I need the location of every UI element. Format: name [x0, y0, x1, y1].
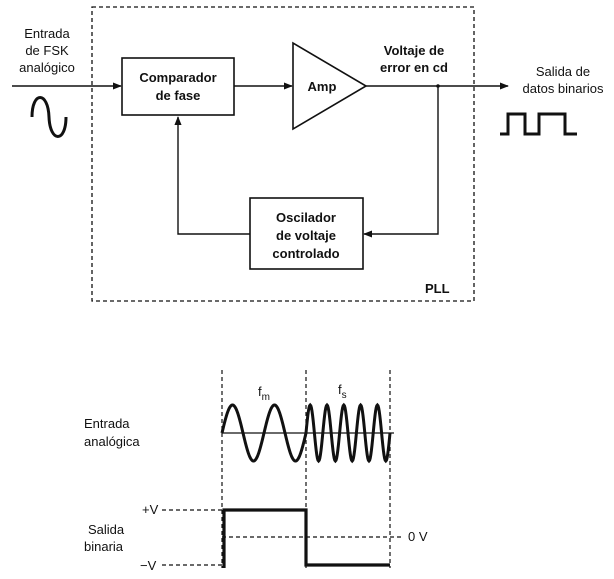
minus-v-label: −V: [140, 558, 157, 573]
svg-text:error en cd: error en cd: [380, 60, 448, 75]
pll-block-diagram: PLL Entrada de FSK analógico Comparador …: [12, 6, 604, 302]
binary-square-wave-symbol: [500, 112, 577, 136]
fm-label: fm: [258, 384, 270, 403]
svg-text:Amp: Amp: [308, 79, 337, 94]
plus-v-label: +V: [142, 502, 159, 517]
svg-text:Comparador: Comparador: [139, 70, 216, 85]
svg-text:de fase: de fase: [156, 88, 201, 103]
waveform-diagram: fm fs Entrada analógica Salida binaria +…: [84, 370, 428, 573]
fsk-input-label: Entrada de FSK analógico: [19, 26, 75, 75]
binary-output-waveform: [222, 508, 390, 568]
svg-text:controlado: controlado: [272, 246, 339, 261]
svg-text:Entrada: Entrada: [84, 416, 130, 431]
phase-comparator-block: Comparador de fase: [121, 57, 235, 116]
svg-text:analógico: analógico: [19, 60, 75, 75]
svg-text:Salida: Salida: [88, 522, 125, 537]
svg-text:analógica: analógica: [84, 434, 140, 449]
fsk-analog-waveform: [220, 402, 392, 464]
vco-block: Oscilador de voltaje controlado: [249, 197, 364, 270]
vco-to-comparator-line: [174, 116, 250, 235]
binary-output-label: Salida de datos binarios: [523, 64, 604, 96]
analog-input-label: Entrada analógica: [84, 416, 140, 449]
binary-output-waveform-label: Salida binaria: [84, 522, 125, 554]
svg-text:binaria: binaria: [84, 539, 124, 554]
svg-text:Oscilador: Oscilador: [276, 210, 336, 225]
svg-text:datos binarios: datos binarios: [523, 81, 604, 96]
fs-label: fs: [338, 382, 347, 401]
zero-v-label: 0 V: [408, 529, 428, 544]
error-voltage-label: Voltaje de error en cd: [380, 43, 448, 75]
svg-text:Voltaje de: Voltaje de: [384, 43, 444, 58]
pll-boundary-label: PLL: [425, 281, 450, 296]
svg-text:de FSK: de FSK: [25, 43, 69, 58]
analog-sine-symbol: [30, 96, 68, 138]
svg-text:Salida de: Salida de: [536, 64, 590, 79]
svg-text:Entrada: Entrada: [24, 26, 70, 41]
feedback-to-vco-line: [363, 86, 439, 238]
pll-boundary: [91, 6, 475, 302]
amplifier-block: Amp: [292, 41, 368, 131]
svg-text:de voltaje: de voltaje: [276, 228, 336, 243]
